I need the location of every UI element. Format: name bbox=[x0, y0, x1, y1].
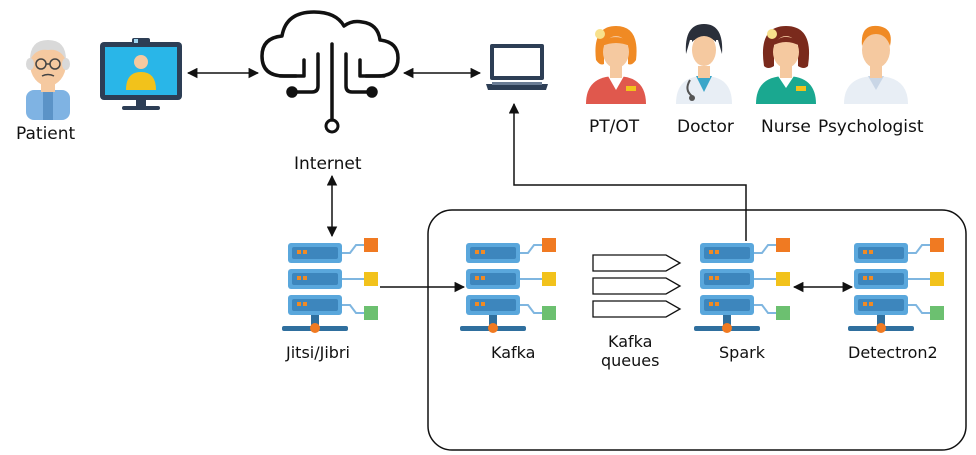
internet-label: Internet bbox=[294, 154, 362, 174]
kafka-queues-label-line2: queues bbox=[601, 351, 659, 370]
kafka-label: Kafka bbox=[491, 343, 535, 362]
pt-ot-label: PT/OT bbox=[589, 117, 640, 137]
psychologist-label: Psychologist bbox=[818, 117, 924, 137]
processing-cluster-box bbox=[427, 209, 967, 451]
spark-server-icon bbox=[693, 237, 791, 334]
detectron2-server-icon bbox=[847, 237, 945, 334]
doctor-icon bbox=[676, 24, 732, 104]
kafka-queues-label-line1: Kafka bbox=[608, 332, 652, 351]
pt-ot-icon bbox=[586, 26, 646, 104]
nurse-label: Nurse bbox=[761, 117, 811, 137]
spark-laptop-arrow bbox=[508, 102, 747, 241]
detectron2-label: Detectron2 bbox=[848, 343, 938, 362]
jitsi-jibri-server-icon bbox=[281, 237, 379, 334]
kafka-queues-icon bbox=[592, 254, 682, 318]
patient-icon bbox=[26, 40, 70, 120]
cloud-internet-icon bbox=[260, 10, 400, 134]
nurse-icon bbox=[756, 26, 816, 104]
spark-label: Spark bbox=[719, 343, 766, 362]
patient-label: Patient bbox=[16, 124, 76, 144]
jitsi-jibri-label: Jitsi/Jibri bbox=[285, 343, 350, 362]
laptop-icon bbox=[486, 44, 548, 90]
video-call-monitor-icon bbox=[100, 38, 182, 110]
kafka-server-icon bbox=[459, 237, 557, 334]
doctor-label: Doctor bbox=[677, 117, 734, 137]
psychologist-icon bbox=[844, 25, 908, 104]
